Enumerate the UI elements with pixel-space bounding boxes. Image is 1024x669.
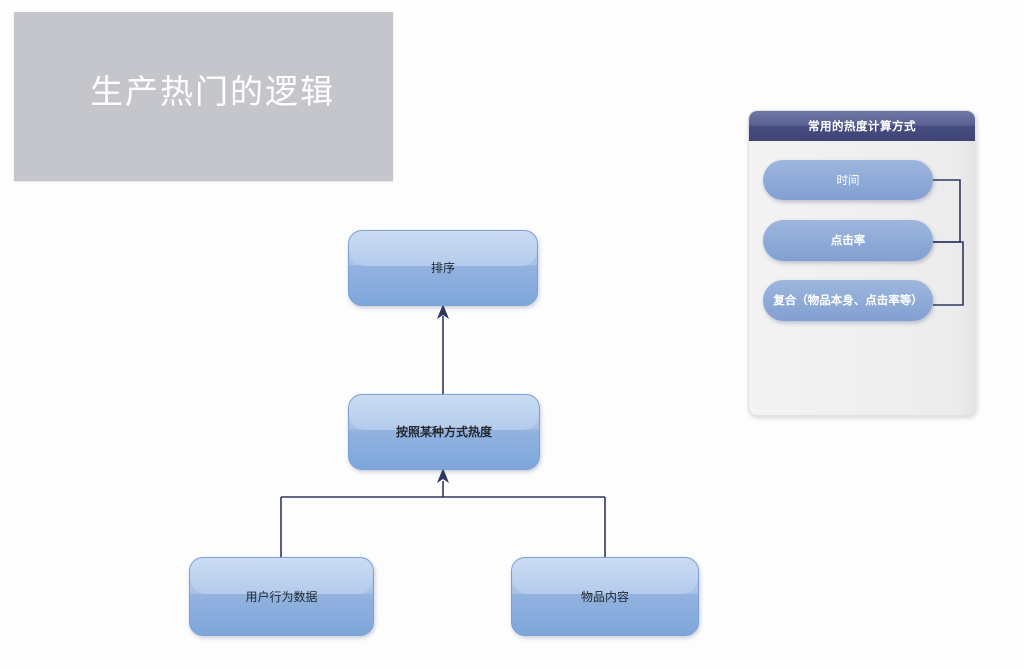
panel-item-label: 时间	[836, 172, 860, 187]
title-banner: 生产热门的逻辑	[14, 12, 393, 181]
panel-item-label: 复合（物品本身、点击率等）	[773, 293, 923, 308]
heat-formula-panel: 常用的热度计算方式	[748, 110, 976, 416]
panel-item-ctr[interactable]: 点击率	[763, 220, 933, 261]
arrowhead-heat	[437, 468, 449, 483]
arrowhead-sort	[437, 304, 449, 319]
panel-item-mixed[interactable]: 复合（物品本身、点击率等）	[763, 280, 933, 321]
flow-node-heat[interactable]: 按照某种方式热度	[348, 394, 540, 470]
flow-node-behavior[interactable]: 用户行为数据	[189, 557, 374, 636]
flow-node-label: 排序	[430, 260, 455, 275]
flowchart: 排序 按照某种方式热度 用户行为数据 物品内容	[189, 230, 699, 636]
panel-item-time[interactable]: 时间	[763, 160, 933, 200]
panel-header-label: 常用的热度计算方式	[808, 119, 916, 133]
panel-item-label: 点击率	[830, 233, 866, 248]
panel-header: 常用的热度计算方式	[749, 111, 975, 141]
page-title: 生产热门的逻辑	[90, 72, 335, 111]
flow-node-label: 用户行为数据	[245, 589, 318, 604]
flow-node-sort[interactable]: 排序	[348, 230, 538, 306]
flow-node-label: 按照某种方式热度	[395, 424, 492, 439]
flow-node-label: 物品内容	[580, 589, 629, 604]
flow-node-content[interactable]: 物品内容	[511, 557, 699, 636]
